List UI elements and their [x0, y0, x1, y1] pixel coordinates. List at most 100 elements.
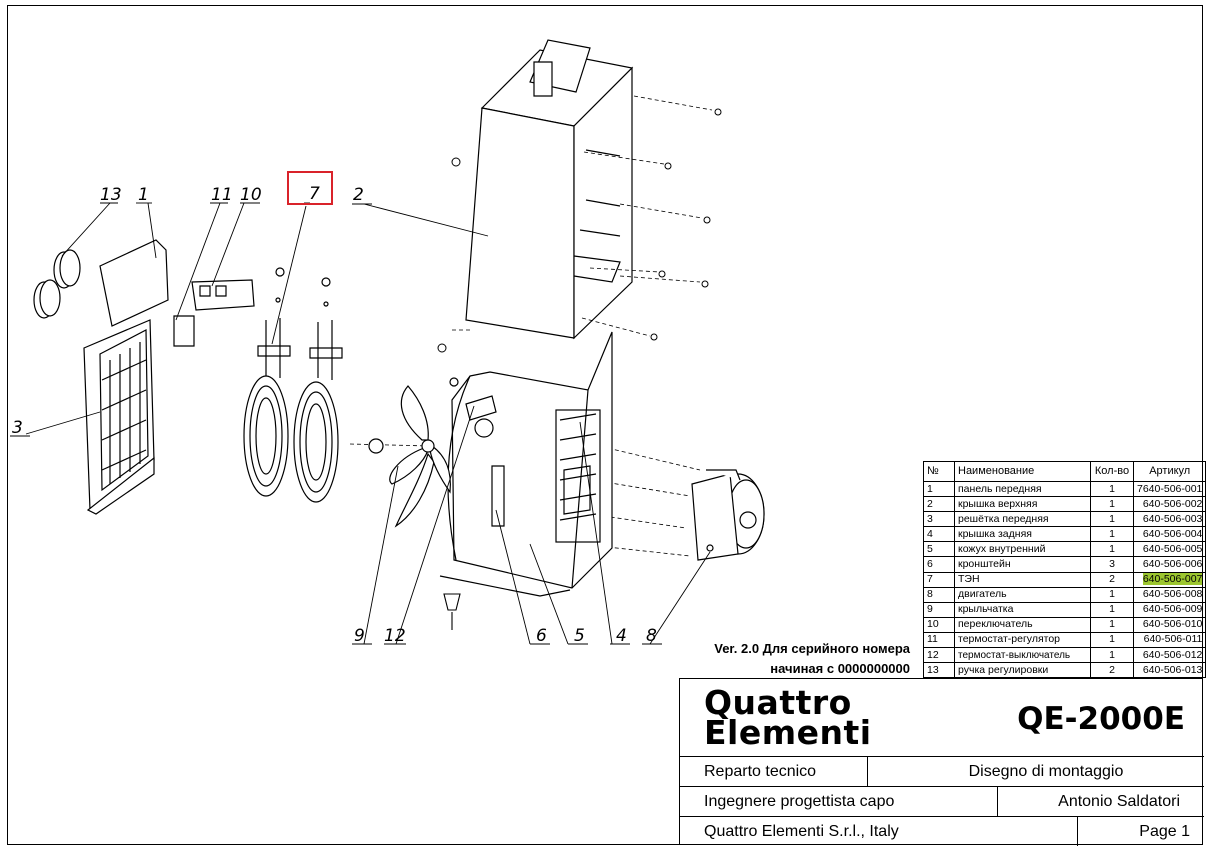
row-quantity: 1 — [1090, 601, 1134, 618]
callout-2: 2 — [353, 185, 364, 205]
front-panel-part — [83, 239, 169, 515]
row-number: 9 — [923, 601, 955, 618]
row-number: 8 — [923, 586, 955, 603]
header-no: № — [923, 461, 955, 482]
row-article: 640-506-002 — [1132, 496, 1207, 513]
row-name: термостат-регулятор — [954, 631, 1091, 649]
callout-5: 5 — [574, 626, 585, 646]
row-article: 640-506-010 — [1132, 616, 1207, 633]
highlighted-article: 640-506-007 — [1142, 573, 1203, 586]
row-quantity: 1 — [1090, 631, 1134, 649]
top-cover-part — [465, 39, 634, 340]
bottom-foot-part — [443, 593, 461, 630]
screws — [437, 108, 722, 353]
logo-line-1: Quattro — [704, 683, 852, 722]
callout-11: 11 — [211, 185, 233, 205]
engineer-role: Ingegnere progettista capo — [680, 787, 998, 816]
row-name: ручка регулировки — [954, 662, 1091, 679]
callout-6: 6 — [536, 626, 547, 646]
row-article: 640-506-013 — [1132, 662, 1207, 679]
logo-line-2: Elementi — [704, 713, 872, 752]
row-number: 7 — [923, 571, 955, 588]
callout-9: 9 — [354, 626, 365, 646]
version-line-2: начиная с 0000000000 — [770, 661, 910, 676]
row-article: 640-506-012 — [1132, 647, 1207, 664]
row-name: крыльчатка — [954, 601, 1091, 618]
row-article: 640-506-003 — [1132, 511, 1207, 528]
row-name: ТЭН — [954, 571, 1091, 588]
row-article: 7640-506-001 — [1132, 480, 1207, 498]
row-quantity: 1 — [1090, 480, 1134, 498]
header-qty: Кол-во — [1090, 461, 1134, 482]
model-number: QE-2000E — [1017, 701, 1185, 737]
knobs-part — [33, 249, 81, 319]
row-number: 13 — [923, 662, 955, 679]
leader-lines — [10, 202, 711, 645]
callout-7: 7 — [309, 184, 320, 204]
row-number: 2 — [923, 496, 955, 513]
row-article: 640-506-008 — [1132, 586, 1207, 603]
drawing-frame — [7, 5, 1203, 845]
row-quantity: 1 — [1090, 616, 1134, 633]
row-number: 4 — [923, 526, 955, 543]
title-row-company: Quattro Elementi S.r.l., Italy Page 1 — [680, 816, 1204, 846]
callout-4: 4 — [616, 626, 627, 646]
thermostat-switch-parts — [173, 279, 255, 347]
row-number: 6 — [923, 556, 955, 573]
row-name: кожух внутренний — [954, 541, 1091, 558]
row-name: панель передняя — [954, 480, 1091, 498]
row-name: переключатель — [954, 616, 1091, 633]
callout-8: 8 — [646, 626, 657, 646]
row-quantity: 1 — [1090, 511, 1134, 528]
callout-13: 13 — [100, 185, 122, 205]
row-number: 3 — [923, 511, 955, 528]
row-quantity: 2 — [1090, 571, 1134, 588]
row-quantity: 3 — [1090, 556, 1134, 573]
row-number: 5 — [923, 541, 955, 558]
header-name: Наименование — [954, 461, 1091, 482]
motor-part — [691, 469, 765, 561]
row-quantity: 2 — [1090, 662, 1134, 679]
callout-12: 12 — [384, 626, 406, 646]
parts-table-header: № Наименование Кол-во Артикул — [923, 461, 1207, 482]
title-row-department: Reparto tecnico Disegno di montaggio — [680, 756, 1204, 786]
row-number: 11 — [923, 631, 955, 649]
row-quantity: 1 — [1090, 586, 1134, 603]
row-quantity: 1 — [1090, 541, 1134, 558]
department: Reparto tecnico — [680, 757, 868, 786]
company-name: Quattro Elementi S.r.l., Italy — [680, 817, 1078, 846]
row-name: кронштейн — [954, 556, 1091, 573]
callout-1: 1 — [138, 185, 149, 205]
row-article: 640-506-006 — [1132, 556, 1207, 573]
row-article: 640-506-007 — [1132, 571, 1207, 588]
row-article: 640-506-011 — [1132, 631, 1207, 649]
row-article: 640-506-005 — [1132, 541, 1207, 558]
version-line-1: Ver. 2.0 Для серийного номера — [714, 641, 910, 656]
callout-7-highlight-box — [287, 171, 333, 205]
row-name: двигатель — [954, 586, 1091, 603]
callout-3: 3 — [12, 418, 23, 438]
row-number: 12 — [923, 647, 955, 664]
page-number: Page 1 — [1139, 822, 1190, 840]
housing-part — [439, 331, 613, 597]
row-name: крышка задняя — [954, 526, 1091, 543]
title-block: Quattro Elementi QE-2000E Reparto tecnic… — [679, 678, 1204, 846]
engineer-name: Antonio Saldatori — [1058, 792, 1180, 810]
row-quantity: 1 — [1090, 526, 1134, 543]
fan-impeller-part — [368, 385, 451, 528]
